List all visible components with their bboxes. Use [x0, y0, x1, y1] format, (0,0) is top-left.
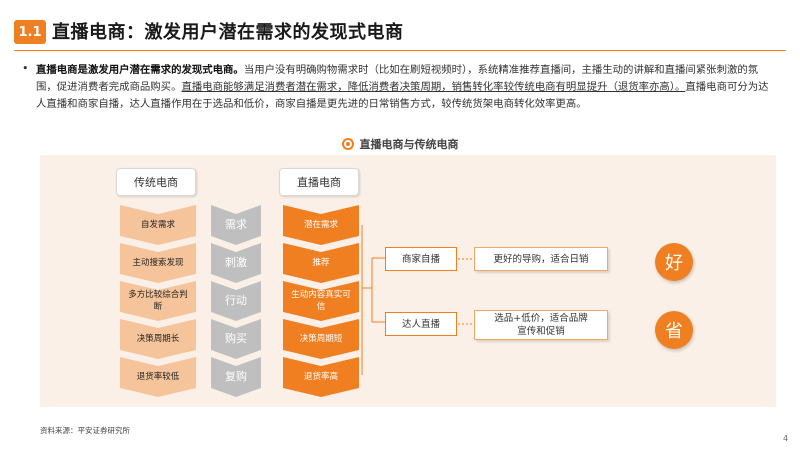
stage-step: 行动 [211, 281, 261, 321]
page-number: 4 [783, 434, 789, 443]
bullet-underlined: 直播电商能够满足消费者潜在需求，降低消费者决策周期，销售转化率较传统电商有明显提… [181, 81, 686, 93]
bullet-lead: 直播电商是激发用户潜在需求的发现式电商。 [36, 64, 244, 76]
diagram-title-text: 直播电商与传统电商 [359, 138, 459, 151]
page-title: 直播电商：激发用户潜在需求的发现式电商 [52, 22, 404, 43]
good-badge: 好 [655, 243, 693, 281]
stage-step: 刺激 [211, 243, 261, 283]
title-divider [14, 50, 786, 51]
bullet-text-2: 直播电商可分为达人直播和商家自播，达人直播作用在于选品和低价，商家自播是更先进的… [36, 81, 769, 110]
bullet-text-1: 当用户没有明确购物需求时（比如在刷短视频时），系统精准推荐直播间，主播生动的讲解… [36, 64, 759, 93]
bullet-paragraph: 直播电商是激发用户潜在需求的发现式电商。当用户没有明确购物需求时（比如在刷短视频… [36, 62, 776, 113]
source-note: 资料来源：平安证券研究所 [40, 426, 130, 435]
save-badge: 省 [655, 311, 693, 349]
stage-step: 需求 [211, 205, 261, 245]
target-icon [341, 138, 354, 150]
live-ecommerce-header: 直播电商 [279, 168, 359, 196]
merchant-live-description: 更好的导购，适合日销 [474, 247, 608, 271]
section-number-badge: 1.1 [14, 20, 46, 44]
influencer-live-description: 选品+低价，适合品牌宣传和促销 [474, 310, 608, 340]
traditional-ecommerce-header: 传统电商 [116, 168, 196, 196]
diagram-title: 直播电商与传统电商 [0, 136, 800, 152]
influencer-live-box: 达人直播 [385, 312, 457, 336]
merchant-live-box: 商家自播 [385, 247, 457, 271]
title-bar: 1.1 直播电商：激发用户潜在需求的发现式电商 [0, 0, 800, 48]
bullet-dot: • [22, 62, 29, 75]
